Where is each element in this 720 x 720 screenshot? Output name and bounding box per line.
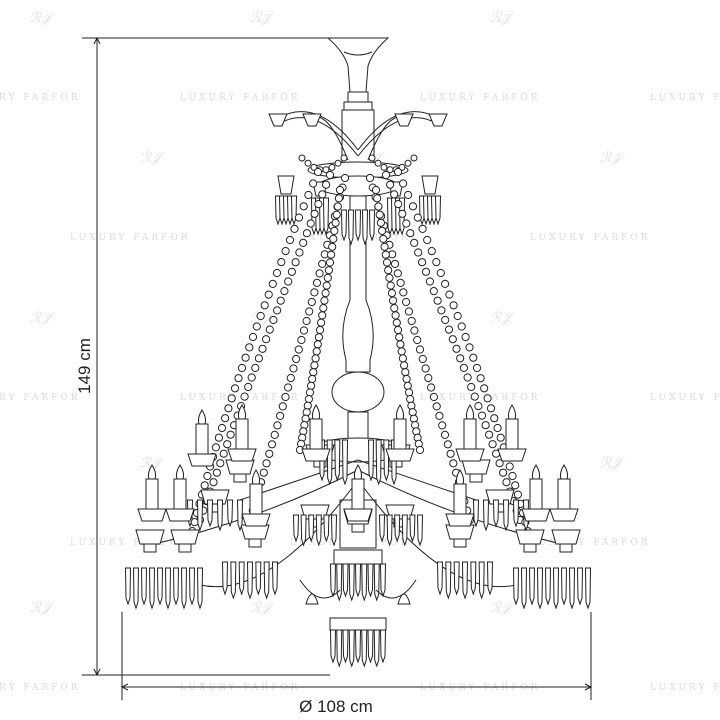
watermark-text: LUXURY FARFOR [70,538,191,548]
watermark-logo: ℛ𝒥 [490,310,516,326]
watermark-logo: ℛ𝒥 [600,150,626,166]
watermark-text: LUXURY FARFOR [650,683,720,693]
watermark-text: LUXURY FARFOR [420,683,541,693]
watermark-text: LUXURY FARFOR [530,233,651,243]
watermark-logo: ℛ𝒥 [30,600,56,616]
watermark-text: LUXURY FARFOR [180,393,301,403]
watermark-logo: ℛ𝒥 [30,310,56,326]
diameter-dimension: Ø 108 cm [120,612,593,716]
watermark-logo: ℛ𝒥 [490,600,516,616]
height-dimension: 149 cm [75,36,360,677]
watermark-text: LUXURY FARFOR [650,93,720,103]
watermark-text: LUXURY FARFOR [530,538,651,548]
height-label: 149 cm [75,338,94,394]
watermark-logo: ℛ𝒥 [250,600,276,616]
watermark-text: LUXURY FARFOR [0,683,81,693]
watermark-text: LUXURY FARFOR [180,683,301,693]
watermark-logo: ℛ𝒥 [30,10,56,26]
watermark-text: LUXURY FARFOR [0,393,81,403]
watermark-logo: ℛ𝒥 [600,455,626,471]
watermark-logo: ℛ𝒥 [490,10,516,26]
watermark-text: LUXURY FARFOR [0,93,81,103]
watermark-logo: ℛ𝒥 [140,455,166,471]
watermark-text: LUXURY FARFOR [70,233,191,243]
watermark-text: LUXURY FARFOR [650,393,720,403]
watermark-text: LUXURY FARFOR [180,93,301,103]
watermark-logo: ℛ𝒥 [250,10,276,26]
watermark-text: LUXURY FARFOR [420,393,541,403]
chandelier-drawing [124,37,592,668]
diameter-label: Ø 108 cm [299,697,373,716]
watermark-text: LUXURY FARFOR [420,93,541,103]
watermark-logo: ℛ𝒥 [140,150,166,166]
